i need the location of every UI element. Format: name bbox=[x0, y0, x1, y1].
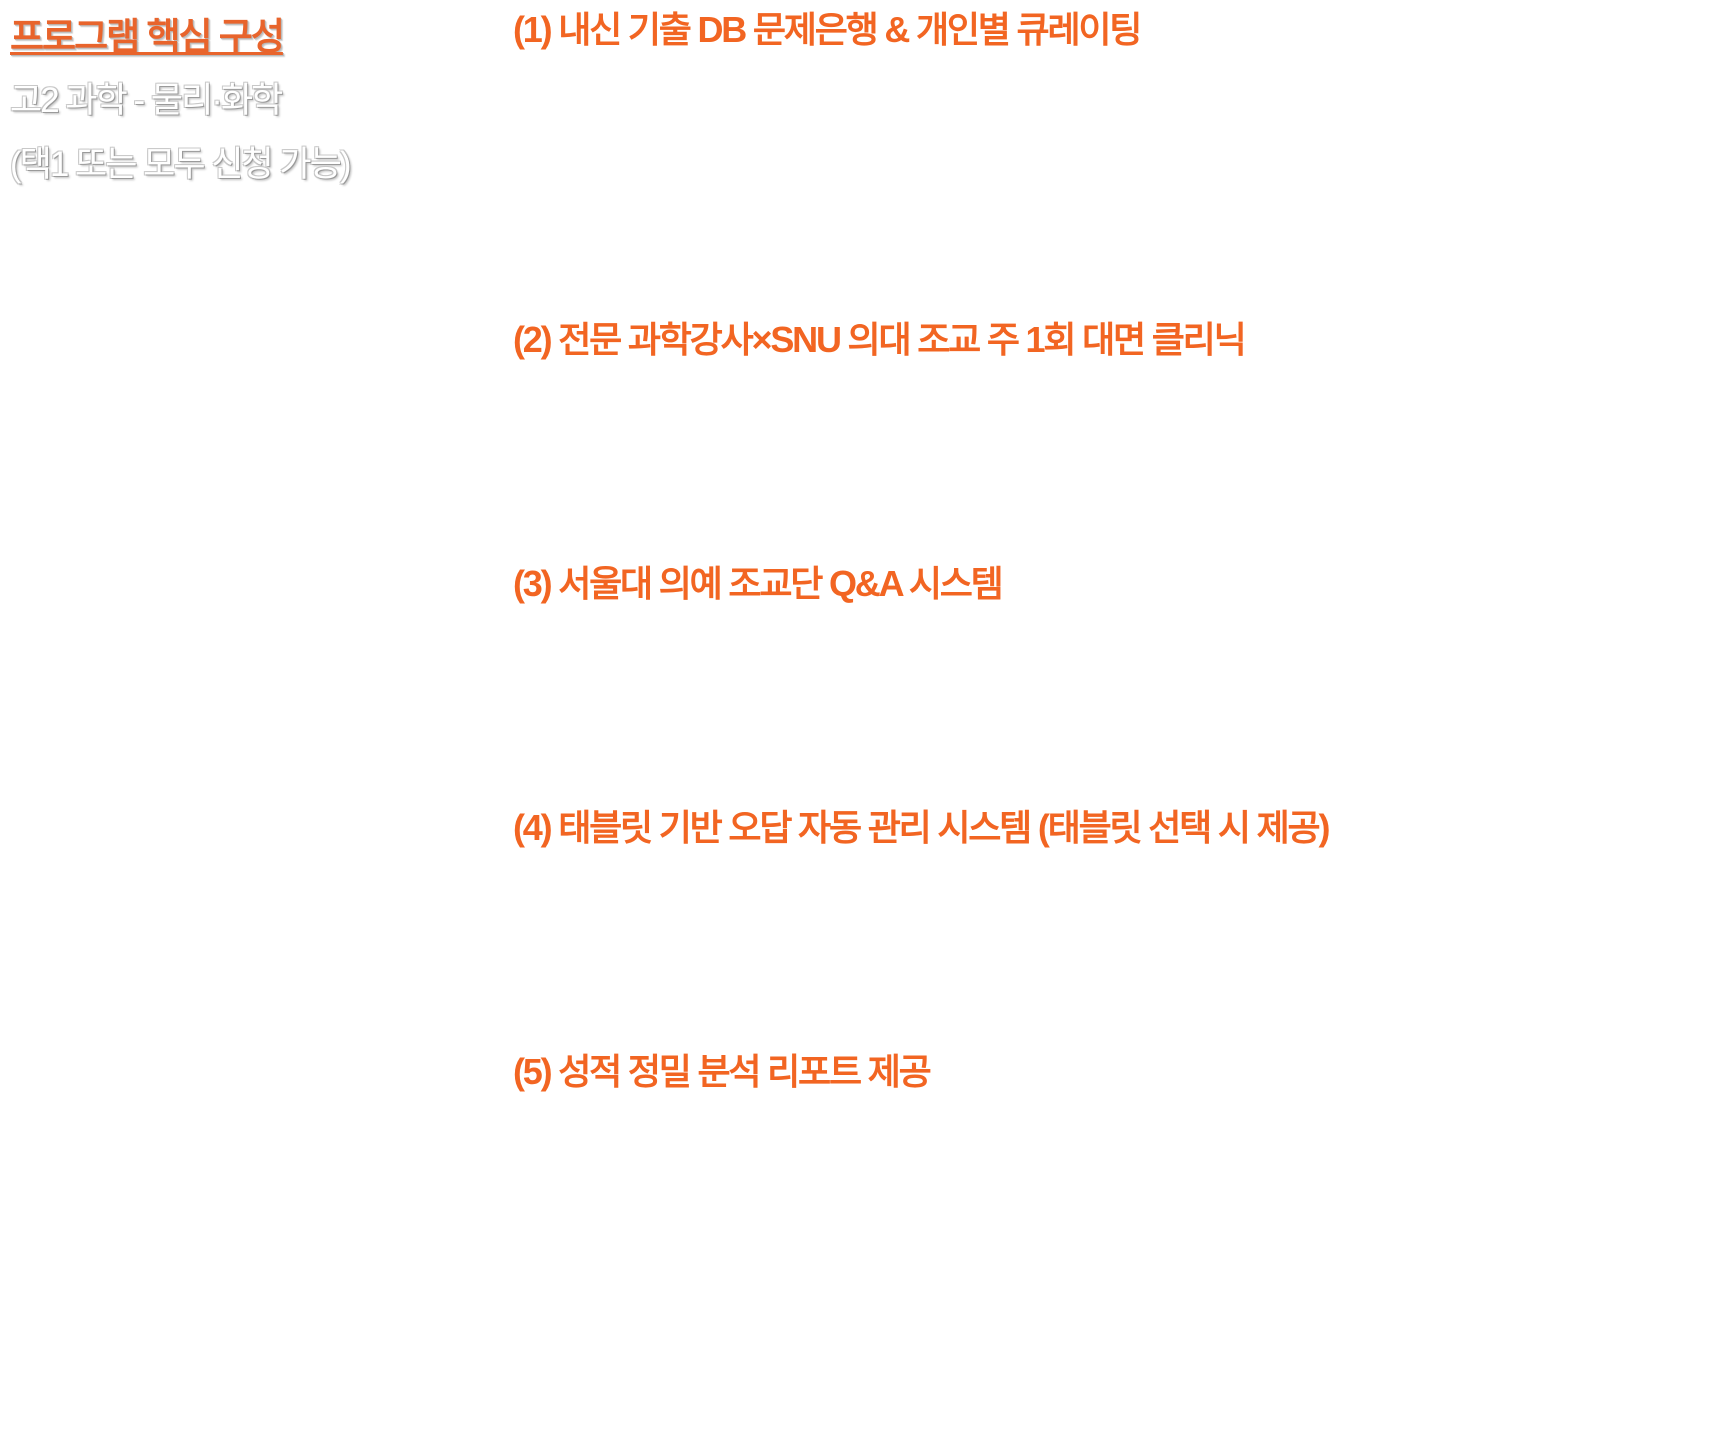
feature-list: (1) 내신 기출 DB 문제은행 & 개인별 큐레이팅 (2) 전문 과학강사… bbox=[513, 0, 1703, 1440]
feature-item-5: (5) 성적 정밀 분석 리포트 제공 bbox=[513, 1051, 932, 1092]
feature-item-2: (2) 전문 과학강사×SNU 의대 조교 주 1회 대면 클리닉 bbox=[513, 319, 1247, 360]
program-summary: 프로그램 핵심 구성 고2 과학 - 물리·화학 (택1 또는 모두 신청 가능… bbox=[10, 12, 430, 188]
feature-item-4: (4) 태블릿 기반 오답 자동 관리 시스템 (태블릿 선택 시 제공) bbox=[513, 807, 1330, 848]
feature-item-1: (1) 내신 기출 DB 문제은행 & 개인별 큐레이팅 bbox=[513, 9, 1142, 50]
program-title: 프로그램 핵심 구성 bbox=[10, 16, 285, 57]
program-note: (택1 또는 모두 신청 가능) bbox=[10, 145, 351, 184]
program-subtitle: 고2 과학 - 물리·화학 bbox=[10, 81, 283, 120]
feature-item-3: (3) 서울대 의예 조교단 Q&A 시스템 bbox=[513, 563, 1004, 604]
